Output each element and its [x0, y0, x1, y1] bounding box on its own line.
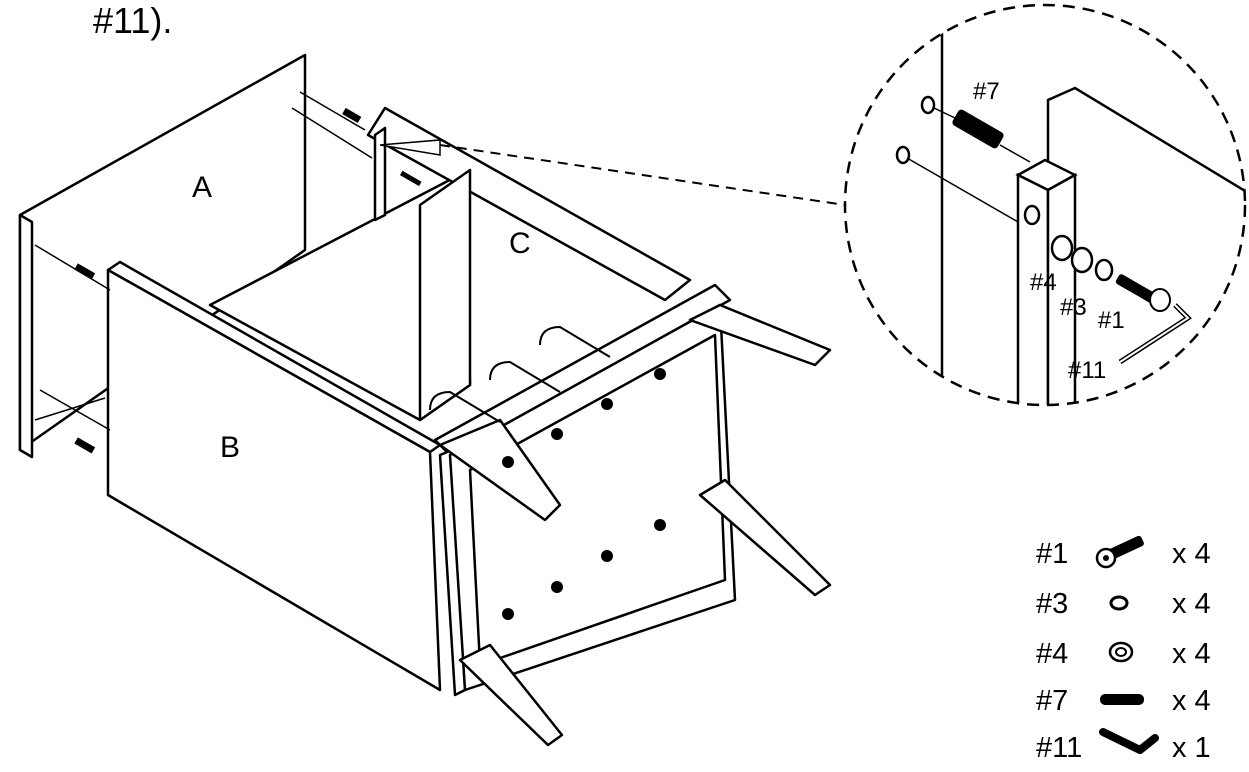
part-id: #4 [1036, 638, 1068, 670]
callout-bolt: #1 [1098, 307, 1125, 334]
part-qty: x 4 [1172, 638, 1211, 670]
part-id: #1 [1036, 538, 1068, 570]
parts-list: #1 x 4 #3 x 4 #4 x 4 #7 x 4 [1036, 535, 1211, 764]
callout-lock-washer: #3 [1060, 294, 1087, 321]
part-row-bolt: #1 x 4 [1036, 535, 1211, 570]
callout-allen-key: #11 [1068, 357, 1106, 384]
panel-b-label: B [220, 431, 240, 464]
part-row-dowel: #7 x 4 [1036, 685, 1211, 717]
flat-washer-icon [1108, 641, 1134, 663]
base-frame [433, 283, 832, 747]
part-qty: x 4 [1172, 685, 1211, 717]
lock-washer-icon [1109, 595, 1129, 611]
cabinet-body [18, 53, 692, 692]
panel-c-label: C [509, 227, 531, 260]
assembly-lines [34, 91, 373, 431]
part-row-allen-key: #11 x 1 [1036, 728, 1211, 764]
part-qty: x 4 [1172, 538, 1211, 570]
part-id: #11 [1036, 732, 1082, 764]
part-qty: x 4 [1172, 588, 1211, 620]
panel-a-label: A [192, 171, 212, 204]
rails [429, 325, 611, 423]
instruction-text: #11). [93, 0, 172, 41]
part-id: #3 [1036, 588, 1068, 620]
part-row-flat-washer: #4 x 4 [1036, 638, 1211, 670]
panel-c [366, 106, 692, 302]
bolt-icon [1095, 535, 1144, 569]
dowel-icon [1100, 694, 1144, 705]
part-row-lock-washer: #3 x 4 [1036, 588, 1211, 620]
callout-dowel: #7 [973, 78, 1000, 105]
mounting-holes [502, 368, 666, 620]
detail-magnifier: #7 #4 #3 #1 #11 [843, 3, 1247, 407]
dowels [74, 107, 422, 454]
allen-key-icon [1099, 728, 1159, 754]
callout-flat-washer: #4 [1030, 269, 1057, 296]
part-qty: x 1 [1172, 732, 1211, 764]
part-id: #7 [1036, 685, 1068, 717]
